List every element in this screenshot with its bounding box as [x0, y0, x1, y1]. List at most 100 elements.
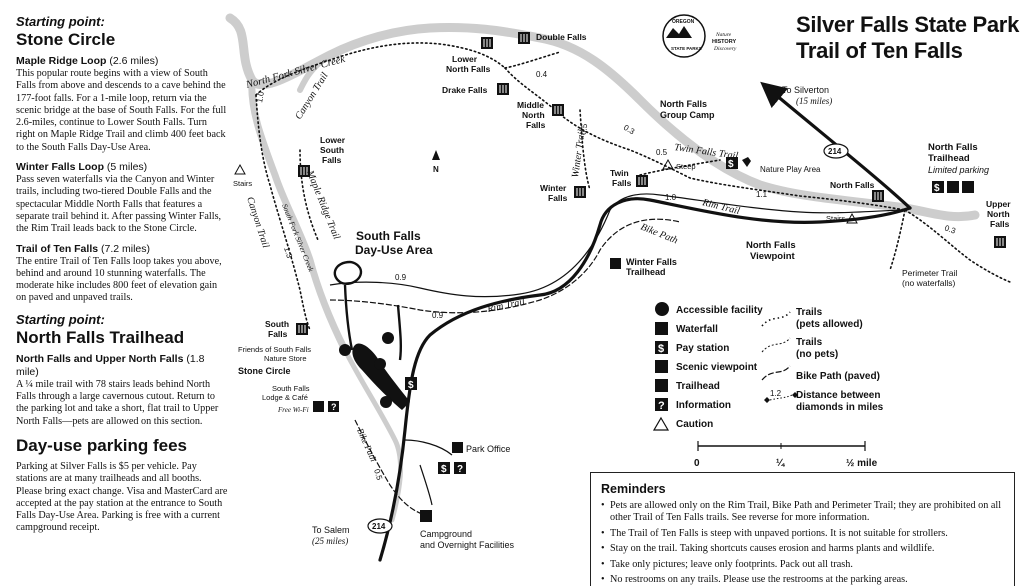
svg-text:STATE PARKS: STATE PARKS: [671, 46, 702, 51]
waterfall-legend-icon: [655, 322, 668, 335]
bike-path-west-label: Bike Path: [639, 222, 679, 247]
scale-half: ½ mile: [846, 458, 878, 469]
north-falls-heading: North Falls Trailhead: [16, 327, 185, 347]
route-heading: Winter Falls Loop (5 miles): [16, 161, 148, 174]
svg-text:0.3: 0.3: [622, 123, 637, 137]
svg-text:HISTORY: HISTORY: [712, 39, 736, 45]
svg-text:0.5: 0.5: [372, 468, 384, 482]
scale-quarter: ¼: [776, 458, 785, 469]
svg-text:N: N: [433, 165, 439, 174]
waterfall-icon: [481, 37, 493, 49]
svg-text:1.0: 1.0: [665, 193, 677, 202]
campground-road: [404, 439, 453, 506]
svg-text:0.4: 0.4: [536, 70, 548, 79]
highway-number-south: 214: [372, 522, 386, 531]
rim-trail-west-label: Rim Trail: [485, 296, 526, 315]
starting-point-label: Starting point:: [16, 311, 105, 327]
steep-label: Steep: [676, 162, 696, 171]
route-heading: Maple Ridge Loop (2.6 miles): [16, 55, 159, 67]
stairs-label-east: Stairs: [826, 214, 845, 223]
creek-label-south: South Fork Silver Creek: [280, 202, 316, 273]
svg-text:0.3: 0.3: [943, 223, 957, 235]
map-title: Silver Falls State Park Trail of Ten Fal…: [796, 12, 1019, 64]
map-legend: $ ? Accessible facility Waterfall Pay st…: [652, 302, 884, 469]
north-arrow: N: [432, 150, 440, 174]
information-legend-icon: [655, 398, 668, 411]
svg-text:Pay station: Pay station: [676, 343, 729, 354]
stone-circle-heading: Stone Circle: [16, 30, 116, 49]
route-description: This popular route begins with a view of…: [16, 68, 227, 153]
accessible-icons: [339, 332, 394, 408]
svg-text:Trails(pets allowed): Trails(pets allowed): [796, 307, 863, 330]
svg-text:Trailhead: Trailhead: [676, 381, 720, 392]
svg-text:1.1: 1.1: [756, 190, 768, 199]
dotted-trails: [255, 42, 1011, 331]
reminder-item: The Trail of Ten Falls is steep with unp…: [601, 528, 1004, 541]
svg-text:Bike Path (paved): Bike Path (paved): [796, 371, 880, 382]
svg-text:Accessible facility: Accessible facility: [676, 305, 763, 316]
svg-text:1.2: 1.2: [770, 389, 782, 398]
title-line-1: Silver Falls State Park: [796, 12, 1020, 37]
svg-text:?: ?: [331, 402, 337, 412]
svg-text:Caution: Caution: [676, 419, 713, 430]
svg-text:0.5: 0.5: [656, 148, 668, 157]
starting-point-label: Starting point:: [16, 14, 105, 29]
svg-text:$: $: [934, 183, 940, 194]
reminders-box: Reminders Pets are allowed only on the R…: [590, 472, 1015, 586]
svg-text:$: $: [658, 343, 664, 355]
stairs-label-west: Stairs: [233, 179, 252, 188]
svg-text:Trails(no pets): Trails(no pets): [796, 337, 838, 360]
reminders-list: Pets are allowed only on the Rim Trail, …: [601, 500, 1004, 586]
to-silverton-label: To Silverton: [782, 85, 829, 95]
waterfall-icon: [296, 323, 308, 335]
waterfall-icon: [574, 186, 586, 198]
campground-icon: [420, 510, 432, 522]
maple-ridge-trail-label: Maple Ridge Trail: [304, 168, 342, 241]
north-falls-label: North Falls: [830, 180, 875, 190]
perimeter-trail-label: Perimeter Trail(no waterfalls): [902, 268, 957, 288]
route-description: A ¼ mile trail with 78 stairs leads behi…: [16, 378, 219, 427]
svg-text:1.3: 1.3: [282, 246, 294, 260]
svg-text:0.9: 0.9: [432, 311, 444, 320]
svg-text:Information: Information: [676, 400, 731, 411]
svg-text:1.0: 1.0: [255, 90, 266, 103]
wifi-label: Free Wi-Fi: [277, 406, 309, 414]
scale-bar: [697, 441, 866, 451]
waterfall-icons: [296, 32, 1006, 335]
waterfall-icon: [298, 165, 310, 177]
day-use-lots: [352, 343, 410, 410]
svg-text:?: ?: [457, 464, 463, 475]
svg-text:?: ?: [658, 400, 665, 412]
svg-text:Waterfall: Waterfall: [676, 324, 718, 335]
reminder-item: Take only pictures; leave only footprint…: [601, 559, 1004, 572]
drake-falls-label: Drake Falls: [442, 85, 488, 95]
day-use-road: [333, 260, 403, 361]
svg-text:$: $: [441, 464, 447, 475]
reminders-heading: Reminders: [601, 482, 666, 496]
lodge-icons: ? $: [313, 377, 417, 412]
info-column: Starting point: Stone Circle Maple Ridge…: [16, 14, 228, 542]
svg-text:Discovery: Discovery: [713, 46, 737, 52]
winter-trail-label: Winter Trail: [570, 129, 588, 179]
nature-play-label: Nature Play Area: [760, 165, 821, 174]
pay-station-legend-icon: [655, 341, 668, 354]
bike-path-south-label: Bike Path: [355, 427, 379, 464]
highway-214: [378, 81, 912, 562]
distance-labels: 1.0 1.3 0.4 0.5 0.3 0.5 1.0 1.1 0.3 0.9 …: [255, 70, 957, 482]
